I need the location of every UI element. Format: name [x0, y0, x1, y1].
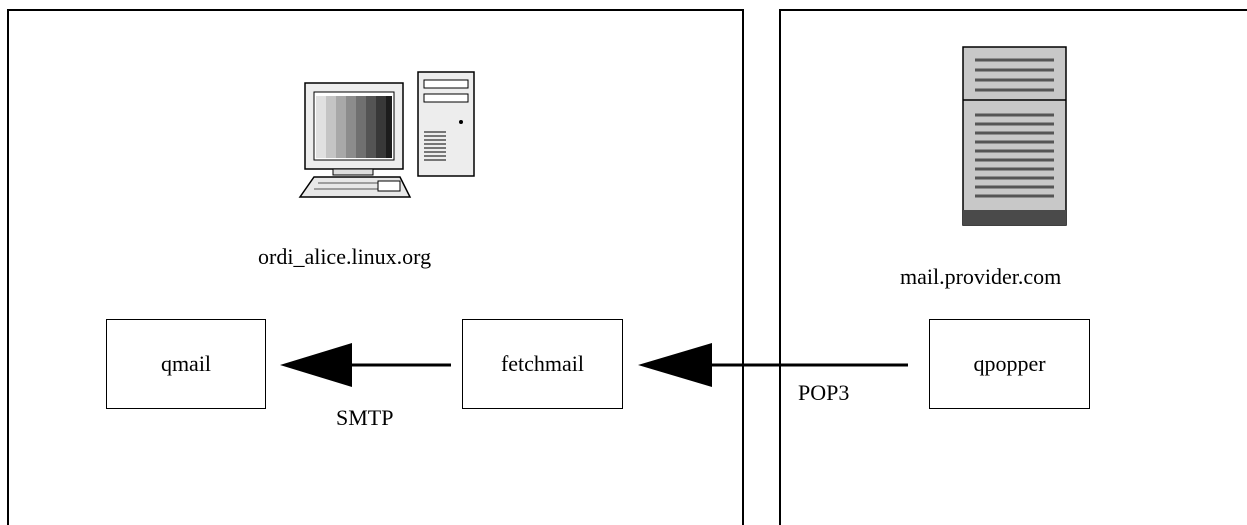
component-fetchmail: fetchmail: [462, 319, 623, 409]
arrow-smtp: [280, 343, 451, 387]
protocol-label-smtp: SMTP: [336, 405, 394, 430]
component-fetchmail-label: fetchmail: [500, 351, 585, 376]
host-panel-left: [7, 9, 744, 525]
host-name-right: mail.provider.com: [900, 264, 1062, 289]
protocol-label-pop3: POP3: [798, 380, 850, 405]
component-qpopper-label: qpopper: [973, 351, 1046, 376]
desktop-computer-icon: [298, 71, 475, 198]
host-name-left: ordi_alice.linux.org: [258, 244, 432, 269]
server-tower-icon: [962, 46, 1067, 226]
host-panel-right: [779, 9, 1247, 525]
component-qmail: qmail: [106, 319, 266, 409]
component-qpopper: qpopper: [929, 319, 1090, 409]
arrow-pop3: [638, 343, 908, 387]
component-qmail-label: qmail: [160, 351, 212, 376]
